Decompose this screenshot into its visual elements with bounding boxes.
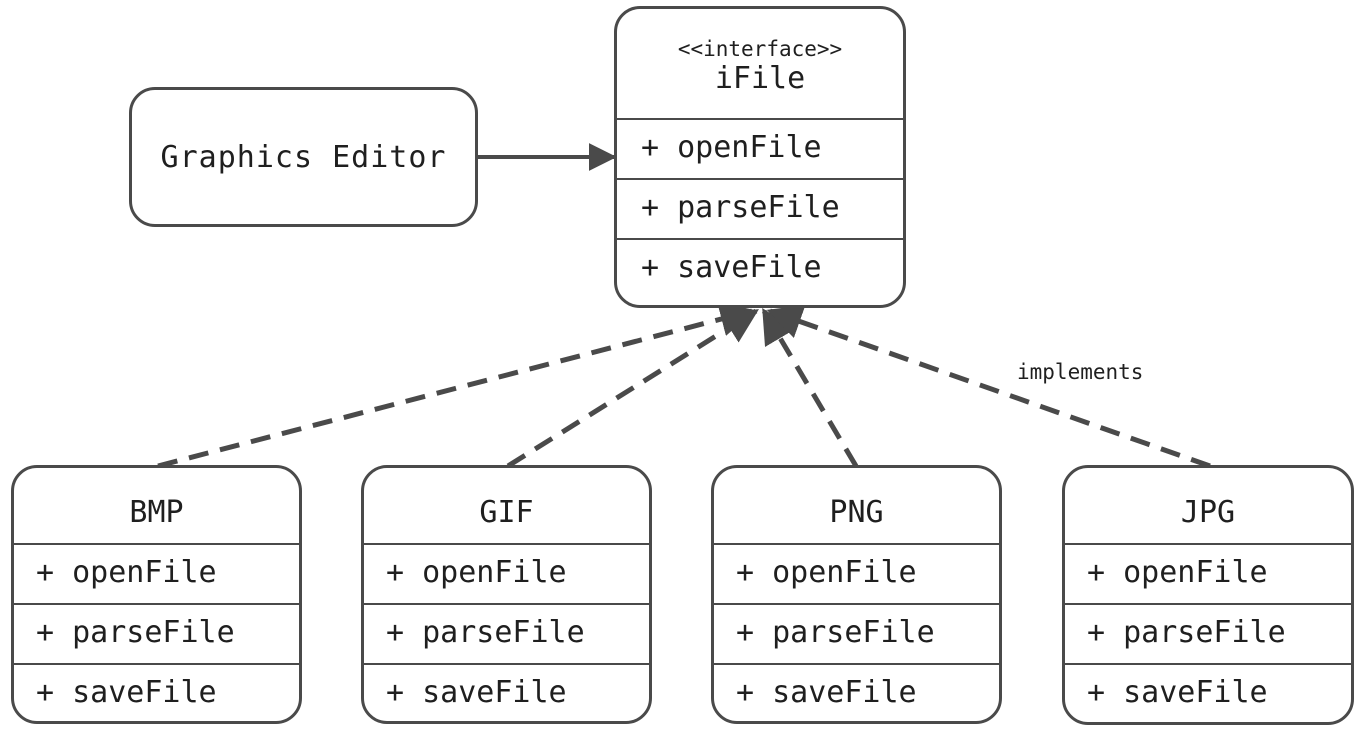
implements-arrow-gif xyxy=(506,308,759,469)
client-box: Graphics Editor xyxy=(129,87,478,227)
interface-box: <<interface>> iFile + openFile + parseFi… xyxy=(614,6,906,308)
class-box-png: PNG + openFile + parseFile + saveFile xyxy=(711,465,1002,724)
class-name: PNG xyxy=(829,494,884,530)
interface-method: + parseFile xyxy=(617,180,903,240)
interface-method: + saveFile xyxy=(641,250,822,285)
class-method: + saveFile xyxy=(36,675,217,710)
class-method: + parseFile xyxy=(714,605,999,665)
interface-method: + openFile xyxy=(617,120,903,180)
class-method: + parseFile xyxy=(1065,605,1351,665)
interface-name: iFile xyxy=(714,61,806,96)
class-box-bmp: BMP + openFile + parseFile + saveFile xyxy=(11,465,302,724)
class-method: + saveFile xyxy=(736,675,917,710)
class-method: + openFile xyxy=(364,545,649,605)
class-method: + openFile xyxy=(14,545,299,605)
class-name: JPG xyxy=(1180,494,1236,530)
class-header: BMP xyxy=(14,468,299,545)
class-header: GIF xyxy=(364,468,649,545)
interface-stereotype: <<interface>> xyxy=(677,37,843,61)
class-method: + openFile xyxy=(1065,545,1351,605)
client-label: Graphics Editor xyxy=(160,139,447,175)
relation-label: implements xyxy=(1017,360,1144,384)
class-box-jpg: JPG + openFile + parseFile + saveFile xyxy=(1062,465,1354,725)
class-method: + saveFile xyxy=(1087,675,1268,710)
interface-header: <<interface>> iFile xyxy=(617,9,903,120)
implements-arrow-bmp xyxy=(157,302,756,469)
class-method: + parseFile xyxy=(364,605,649,665)
class-header: JPG xyxy=(1065,468,1351,545)
implements-arrow-jpg xyxy=(766,304,1211,469)
class-method: + saveFile xyxy=(386,675,567,710)
class-name: BMP xyxy=(129,494,184,530)
class-name: GIF xyxy=(479,494,534,530)
class-box-gif: GIF + openFile + parseFile + saveFile xyxy=(361,465,652,724)
class-header: PNG xyxy=(714,468,999,545)
class-method: + parseFile xyxy=(14,605,299,665)
class-method: + openFile xyxy=(714,545,999,605)
